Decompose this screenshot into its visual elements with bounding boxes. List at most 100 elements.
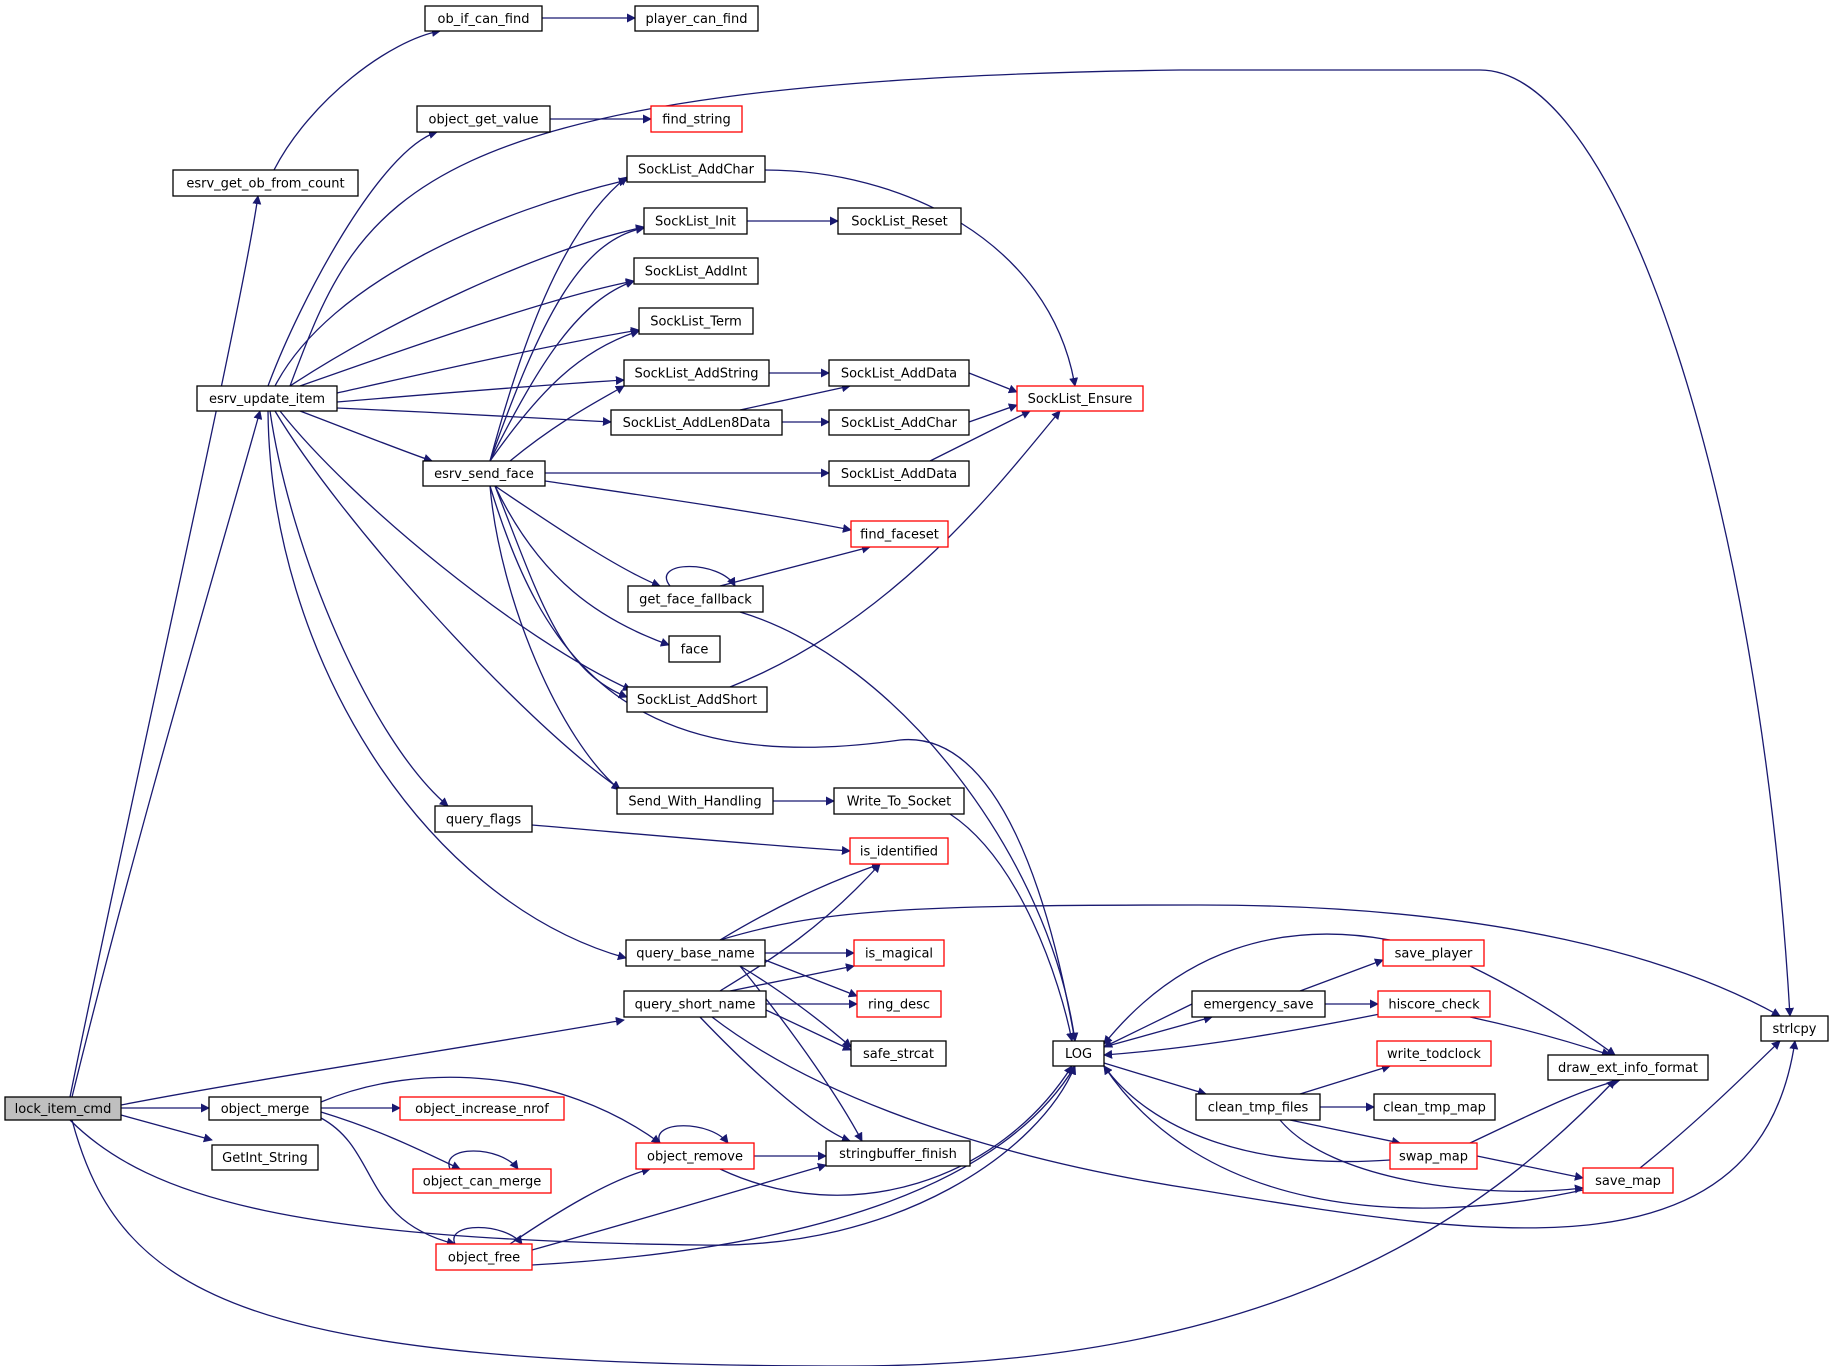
call-edge-to-socklist-addlen8data: [336, 407, 612, 427]
call-edge-to-object-get-value: [267, 130, 438, 387]
call-edge-to-object-remove: [320, 1076, 661, 1144]
node-socklist-addchar-b[interactable]: SockList_AddChar: [828, 409, 970, 436]
node-socklist-addstring[interactable]: SockList_AddString: [623, 359, 770, 387]
node-box: [856, 990, 942, 1018]
node-label: find_string: [662, 113, 731, 128]
node-find-string[interactable]: find_string: [650, 105, 743, 133]
node-getint-string[interactable]: GetInt_String: [211, 1144, 319, 1171]
node-object-merge[interactable]: object_merge: [208, 1096, 322, 1121]
node-get-face-fallback[interactable]: get_face_fallback: [627, 585, 764, 613]
node-label: save_player: [1395, 947, 1473, 962]
node-strlcpy[interactable]: strlcpy: [1760, 1015, 1829, 1042]
node-esrv-update-item[interactable]: esrv_update_item: [196, 385, 338, 412]
node-box: [435, 1243, 533, 1271]
node-object-can-merge[interactable]: object_can_merge: [412, 1168, 552, 1194]
node-query-flags[interactable]: query_flags: [434, 805, 533, 833]
node-stringbuffer-finish[interactable]: stringbuffer_finish: [825, 1140, 971, 1167]
node-ring-desc[interactable]: ring_desc: [856, 990, 942, 1018]
node-box: [208, 1096, 322, 1121]
node-log[interactable]: LOG: [1052, 1040, 1105, 1067]
node-hiscore-check[interactable]: hiscore_check: [1377, 990, 1491, 1018]
node-swap-map[interactable]: swap_map: [1389, 1142, 1478, 1170]
node-object-increase-nrof[interactable]: object_increase_nrof: [399, 1096, 565, 1121]
node-socklist-addlen8data[interactable]: SockList_AddLen8Data: [610, 409, 783, 436]
call-edge-to-draw-ext-info-format: [1469, 965, 1616, 1056]
node-object-free[interactable]: object_free: [435, 1243, 533, 1271]
node-label: Write_To_Socket: [847, 795, 952, 810]
node-label: SockList_AddString: [634, 367, 758, 382]
node-box: [1052, 1040, 1105, 1067]
node-emergency-save[interactable]: emergency_save: [1191, 990, 1326, 1018]
node-socklist-addint[interactable]: SockList_AddInt: [633, 257, 759, 285]
node-socklist-ensure[interactable]: SockList_Ensure: [1016, 385, 1144, 412]
node-socklist-term[interactable]: SockList_Term: [638, 307, 754, 335]
node-label: SockList_AddChar: [638, 163, 755, 178]
node-socklist-adddata-b[interactable]: SockList_AddData: [828, 460, 970, 487]
call-edge-to-write-todclock: [1299, 1064, 1391, 1095]
call-edge-to-is-identified: [719, 863, 881, 992]
node-clean-tmp-map[interactable]: clean_tmp_map: [1373, 1093, 1496, 1121]
node-lock-item-cmd[interactable]: lock_item_cmd: [4, 1096, 122, 1121]
node-save-map[interactable]: save_map: [1582, 1167, 1674, 1194]
node-label: find_faceset: [860, 528, 939, 543]
call-edge-to-send-with-handling: [274, 410, 621, 790]
node-save-player[interactable]: save_player: [1382, 939, 1485, 967]
node-query-base-name[interactable]: query_base_name: [625, 939, 766, 967]
call-edge-to-socklist-addshort: [494, 485, 628, 699]
node-socklist-addchar-a[interactable]: SockList_AddChar: [626, 155, 766, 183]
node-ob-if-can-find[interactable]: ob_if_can_find: [424, 5, 543, 32]
node-safe-strcat[interactable]: safe_strcat: [850, 1040, 947, 1067]
node-box: [623, 359, 770, 387]
node-send-with-handling[interactable]: Send_With_Handling: [616, 787, 774, 815]
node-label: SockList_AddData: [841, 367, 957, 382]
node-query-short-name[interactable]: query_short_name: [623, 990, 767, 1018]
node-label: is_identified: [860, 845, 938, 860]
node-label: esrv_send_face: [434, 467, 534, 482]
call-edge-to-log: [1103, 933, 1391, 1045]
node-label: object_increase_nrof: [415, 1102, 549, 1117]
call-edge-to-esrv-send-face: [299, 410, 433, 463]
node-find-faceset[interactable]: find_faceset: [850, 520, 949, 548]
node-write-to-socket[interactable]: Write_To_Socket: [833, 787, 965, 815]
node-socklist-addshort[interactable]: SockList_AddShort: [626, 686, 768, 713]
call-edge-to-object-remove: [658, 1125, 729, 1144]
node-player-can-find[interactable]: player_can_find: [634, 5, 759, 32]
node-box: [643, 207, 748, 235]
node-draw-ext-info-format[interactable]: draw_ext_info_format: [1547, 1054, 1709, 1081]
node-object-remove[interactable]: object_remove: [635, 1142, 755, 1170]
node-label: SockList_AddData: [841, 467, 957, 482]
call-edge-to-strlcpy: [289, 69, 1795, 1017]
call-edge-to-ob-if-can-find: [273, 28, 441, 171]
call-edge-to-strlcpy: [1639, 1040, 1781, 1169]
node-socklist-init[interactable]: SockList_Init: [643, 207, 748, 235]
node-label: SockList_AddShort: [637, 693, 757, 708]
node-esrv-get-ob-from-count[interactable]: esrv_get_ob_from_count: [172, 169, 359, 197]
node-esrv-send-face[interactable]: esrv_send_face: [422, 460, 546, 487]
node-face[interactable]: face: [668, 635, 721, 663]
node-box: [850, 1040, 947, 1067]
node-object-get-value[interactable]: object_get_value: [416, 105, 551, 133]
node-write-todclock[interactable]: write_todclock: [1376, 1040, 1492, 1067]
node-box: [626, 686, 768, 713]
call-edge-to-socklist-ensure: [968, 372, 1018, 394]
node-box: [196, 385, 338, 412]
call-edge-to-socklist-addstring: [509, 385, 625, 462]
call-edge-to-is-identified: [719, 862, 881, 941]
node-label: stringbuffer_finish: [839, 1147, 957, 1162]
node-socklist-adddata-a[interactable]: SockList_AddData: [828, 359, 970, 387]
node-label: face: [681, 643, 709, 658]
node-box: [833, 787, 965, 815]
node-socklist-reset[interactable]: SockList_Reset: [837, 207, 962, 235]
node-label: query_flags: [446, 813, 521, 828]
node-is-magical[interactable]: is_magical: [853, 939, 945, 967]
call-edge-to-is-identified: [531, 824, 851, 855]
node-label: hiscore_check: [1388, 998, 1480, 1013]
node-box: [422, 460, 546, 487]
node-label: swap_map: [1399, 1150, 1468, 1165]
node-clean-tmp-files[interactable]: clean_tmp_files: [1195, 1093, 1321, 1121]
call-edge-to-stringbuffer-finish: [699, 1016, 851, 1143]
call-edge-to-find-faceset: [544, 480, 852, 533]
node-is-identified[interactable]: is_identified: [849, 837, 949, 865]
call-edge-to-stringbuffer-finish: [531, 1162, 827, 1251]
node-box: [828, 359, 970, 387]
